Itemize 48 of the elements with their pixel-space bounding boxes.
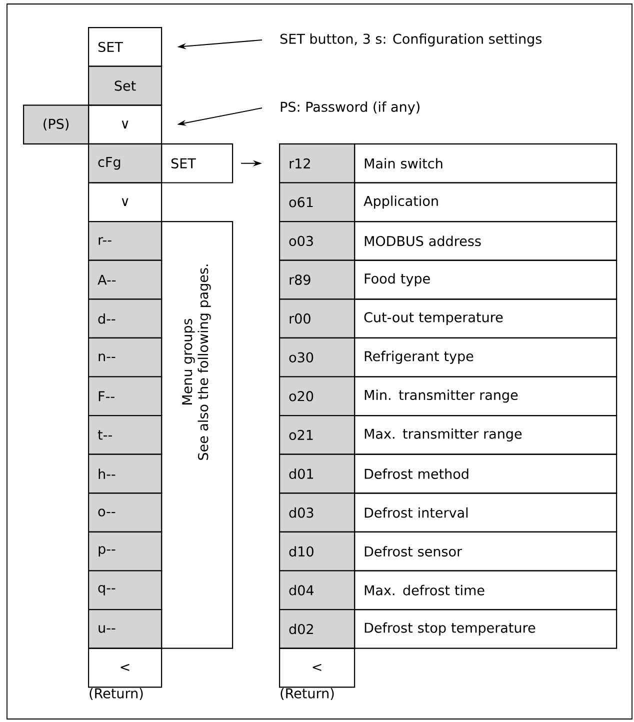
- parameter-code-cell: r89: [279, 260, 356, 300]
- key-cell: <: [88, 648, 162, 688]
- key-cell: <: [279, 648, 356, 688]
- menu-cell: o--: [88, 492, 162, 532]
- parameter-cell: Defrost stop temperature: [354, 609, 618, 649]
- parameter-cell: Max. defrost time: [354, 570, 618, 610]
- menu-cell: q--: [88, 570, 162, 610]
- parameter-code-cell: o30: [279, 337, 356, 378]
- parameter-cell: Min. transmitter range: [354, 376, 618, 416]
- parameter-cell: Cut-out temperature: [354, 298, 618, 338]
- parameter-cell: Defrost method: [354, 454, 618, 494]
- parameter-cell: MODBUS address: [354, 221, 618, 261]
- parameter-code-cell: d01: [279, 454, 356, 494]
- parameter-cell: Max. transmitter range: [354, 415, 618, 455]
- menu-cell: r--: [88, 221, 162, 261]
- display-cell: (PS): [23, 104, 90, 144]
- parameter-code-cell: o21: [279, 415, 356, 455]
- parameter-code-cell: d04: [279, 570, 356, 610]
- menu-cell: t--: [88, 415, 162, 455]
- parameter-code-cell: d10: [279, 531, 356, 572]
- parameter-cell: Refrigerant type: [354, 337, 618, 378]
- parameter-code-cell: d02: [279, 609, 356, 649]
- display-cell: cFg: [88, 143, 162, 184]
- key-cell: SET: [161, 143, 234, 184]
- menu-cell: F--: [88, 376, 162, 416]
- display-cell: Set: [88, 66, 162, 106]
- parameter-cell: Application: [354, 182, 618, 222]
- parameter-code-cell: o61: [279, 182, 356, 222]
- menu-cell: d--: [88, 298, 162, 338]
- annotation-text: PS: Password (if any): [280, 101, 420, 115]
- menu-cell: n--: [88, 337, 162, 378]
- parameter-cell: Defrost interval: [354, 492, 618, 532]
- parameter-cell: Main switch: [354, 143, 618, 184]
- parameter-code-cell: r00: [279, 298, 356, 338]
- menu-cell: A--: [88, 260, 162, 300]
- parameter-code-cell: r12: [279, 143, 356, 184]
- parameter-cell: Food type: [354, 260, 618, 300]
- menu-cell: p--: [88, 531, 162, 572]
- parameter-code-cell: d03: [279, 492, 356, 532]
- menu-cell: h--: [88, 454, 162, 494]
- return-label: (Return): [90, 688, 143, 700]
- return-label: (Return): [280, 688, 334, 700]
- parameter-code-cell: o20: [279, 376, 356, 416]
- parameter-code-cell: o03: [279, 221, 356, 261]
- menu-group-box: Menu groups See also the following pages.: [161, 221, 234, 649]
- parameter-cell: Defrost sensor: [354, 531, 618, 572]
- annotation-text: SET button, 3 s: Configuration settings: [280, 33, 542, 47]
- menu-cell: u--: [88, 609, 162, 649]
